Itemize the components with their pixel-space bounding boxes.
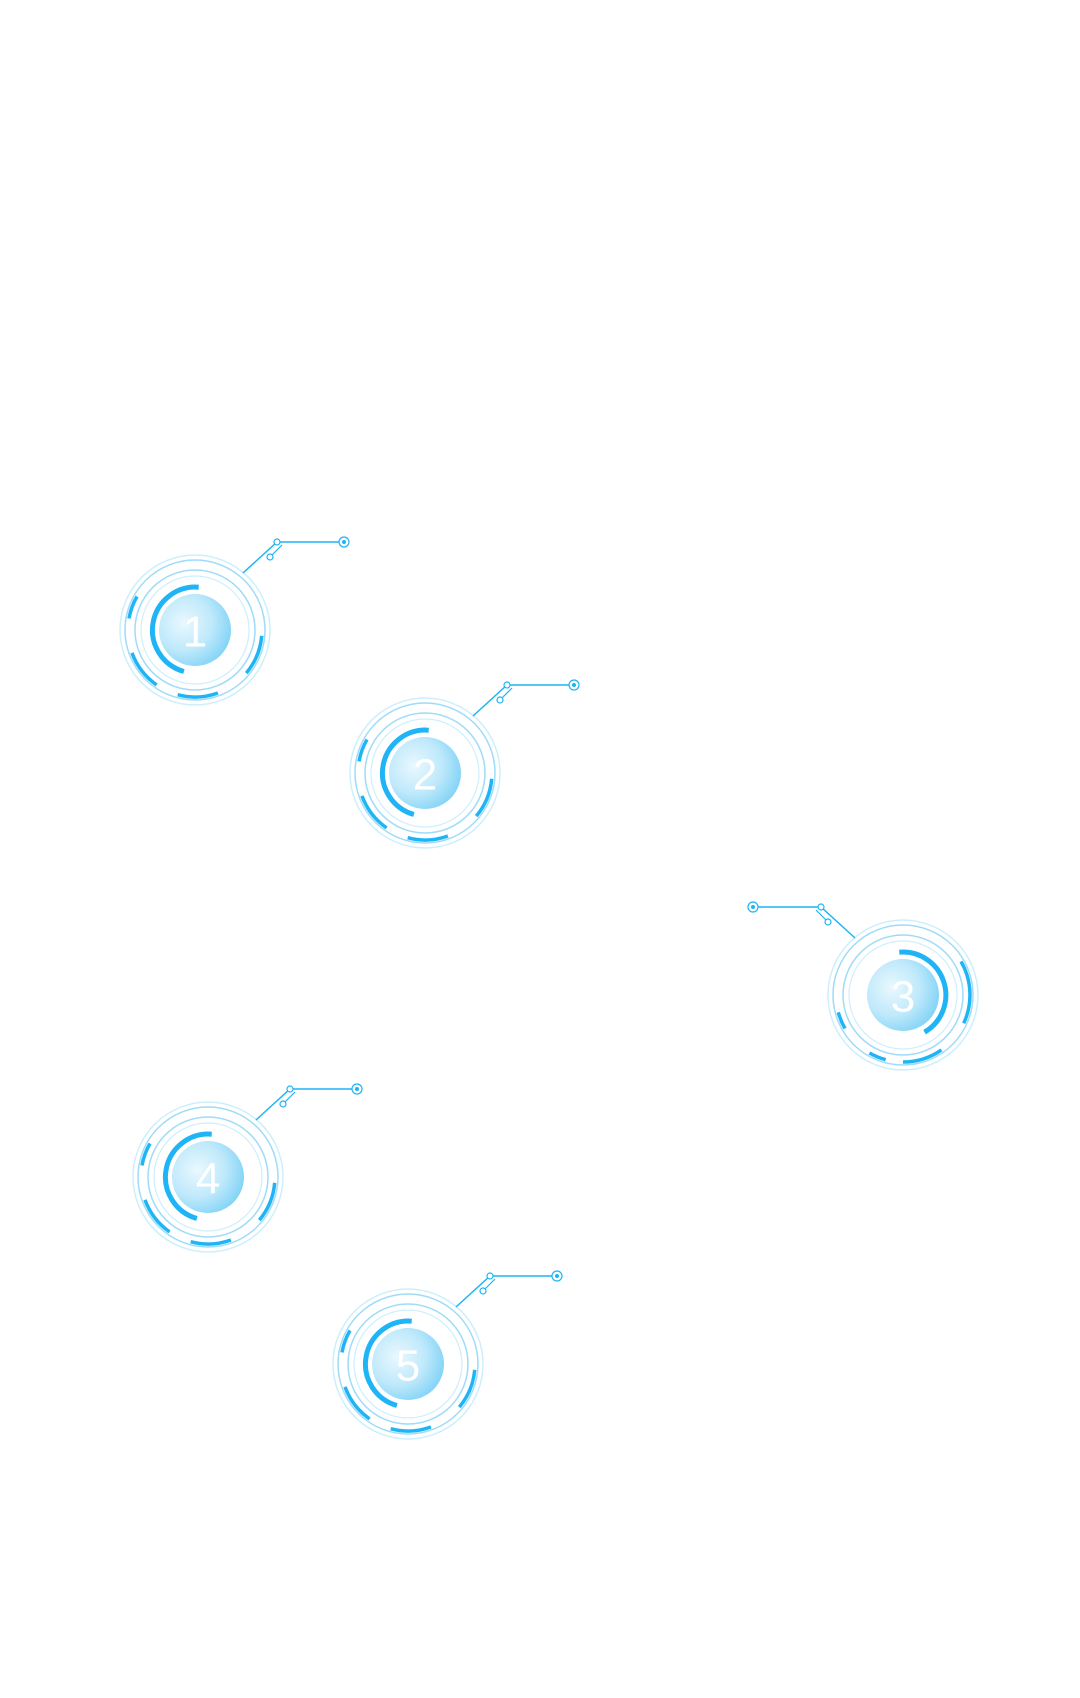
accent-arc-segment: [177, 691, 219, 699]
connector-joint: [486, 1272, 494, 1280]
connector-end-dot: [572, 683, 576, 687]
middle-ring: [347, 1303, 469, 1425]
middle-ring: [842, 934, 964, 1056]
accent-arc-segment: [457, 1369, 477, 1409]
accent-arc-segment: [902, 1048, 943, 1064]
connector-line: [255, 1088, 357, 1121]
step-number-label: 3: [891, 973, 915, 1022]
middle-ring: [134, 569, 256, 691]
core-sphere: [867, 959, 939, 1031]
step-number-label: 5: [396, 1342, 420, 1391]
progress-arc: [379, 727, 429, 817]
core-sphere: [172, 1141, 244, 1213]
core-sphere: [159, 594, 231, 666]
middle-ring: [364, 712, 486, 834]
core-sphere: [372, 1328, 444, 1400]
accent-arc-segment: [190, 1238, 232, 1246]
accent-arc-segment: [474, 778, 494, 818]
accent-arc-segment: [868, 1051, 887, 1062]
connector-joint: [496, 696, 504, 704]
step-number-label: 1: [183, 608, 207, 657]
progress-arc: [162, 1131, 212, 1221]
outer-ring: [137, 1106, 279, 1248]
connector-end-dot: [342, 540, 346, 544]
middle-ring: [147, 1116, 269, 1238]
connector-line: [455, 1275, 557, 1308]
accent-arc-segment: [390, 1425, 432, 1433]
progress-arc: [899, 949, 949, 1035]
accent-arc-segment: [340, 1329, 352, 1353]
accent-arc-segment: [257, 1182, 277, 1222]
accent-arc-segment: [140, 1142, 152, 1166]
accent-arc-segment: [959, 960, 972, 1025]
connector-joint: [503, 681, 511, 689]
progress-arc: [362, 1318, 412, 1408]
connector-joint: [273, 538, 281, 546]
step-number-label: 4: [196, 1155, 220, 1204]
connector-line: [753, 906, 856, 939]
outer-ring: [337, 1293, 479, 1435]
inner-thin-ring: [848, 940, 958, 1050]
connector-end-dot: [555, 1274, 559, 1278]
accent-arc-segment: [357, 738, 369, 762]
connector-joint: [286, 1085, 294, 1093]
outer-halo-ring: [119, 554, 271, 706]
connector-joint: [266, 553, 274, 561]
accent-arc-segment: [836, 1011, 847, 1030]
outer-ring: [832, 924, 974, 1066]
accent-arc-segment: [343, 1386, 371, 1421]
outer-halo-ring: [132, 1101, 284, 1253]
accent-arc-segment: [360, 795, 388, 830]
accent-arc-segment: [407, 834, 449, 842]
outer-halo-ring: [332, 1288, 484, 1440]
progress-arc: [149, 584, 199, 674]
step-node-3: 3: [747, 901, 979, 1071]
connector-end-dot: [355, 1087, 359, 1091]
accent-arc-segment: [244, 635, 264, 675]
outer-halo-ring: [827, 919, 979, 1071]
inner-thin-ring: [353, 1309, 463, 1419]
step-node-4: 4: [132, 1083, 363, 1253]
step-node-5: 5: [332, 1270, 563, 1440]
outer-halo-ring: [349, 697, 501, 849]
accent-arc-segment: [130, 652, 158, 687]
accent-arc-segment: [143, 1199, 171, 1234]
connector-line: [242, 541, 344, 574]
inner-thin-ring: [153, 1122, 263, 1232]
step-node-2: 2: [349, 679, 580, 849]
connector-joint: [279, 1100, 287, 1108]
outer-ring: [124, 559, 266, 701]
connector-joint: [817, 903, 825, 911]
connector-joint: [824, 918, 832, 926]
connector-line: [472, 684, 574, 717]
connector-joint: [479, 1287, 487, 1295]
inner-thin-ring: [370, 718, 480, 828]
step-node-1: 1: [119, 536, 350, 706]
inner-thin-ring: [140, 575, 250, 685]
core-sphere: [389, 737, 461, 809]
step-number-label: 2: [413, 751, 437, 800]
outer-ring: [354, 702, 496, 844]
connector-end-dot: [751, 905, 755, 909]
accent-arc-segment: [127, 595, 139, 619]
